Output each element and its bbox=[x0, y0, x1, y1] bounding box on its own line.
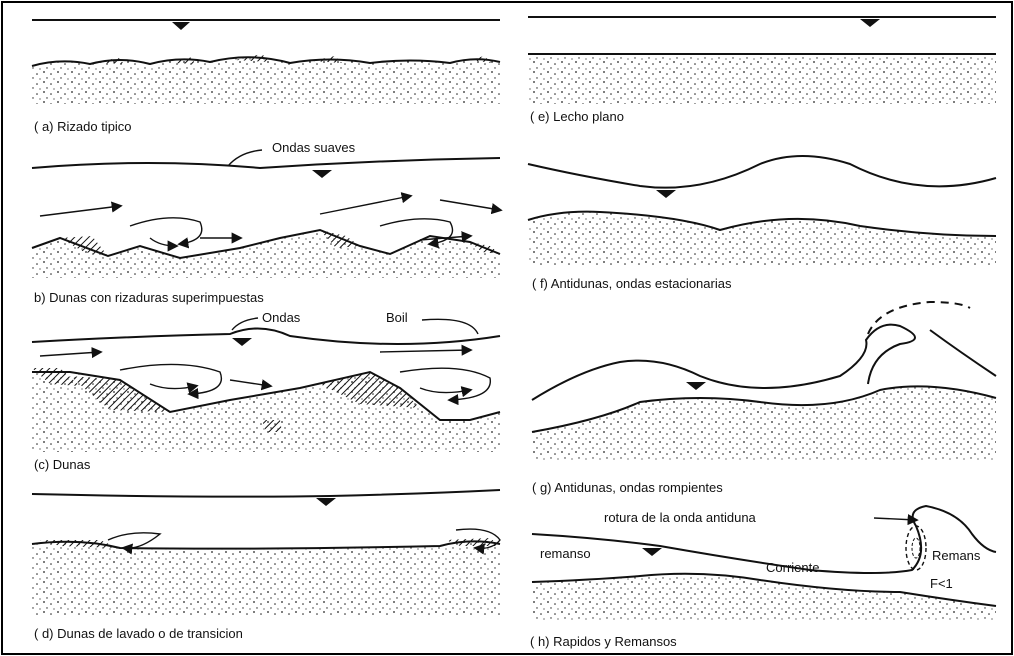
water-surface bbox=[32, 490, 500, 497]
label-leader-boil bbox=[422, 319, 478, 334]
caption-f: ( f) Antidunas, ondas estacionarias bbox=[532, 276, 732, 291]
label-leader bbox=[228, 150, 262, 166]
caption-b: b) Dunas con rizaduras superimpuestas bbox=[34, 290, 264, 305]
sand-bed bbox=[528, 54, 996, 104]
label-froude: F<1 bbox=[930, 576, 953, 591]
panel-g: ( g) Antidunas, ondas rompientes bbox=[532, 302, 996, 495]
label-right: Remans bbox=[932, 548, 981, 563]
label-break: rotura de la onda antiduna bbox=[604, 510, 757, 525]
panel-b: Ondas suaves b) Dunas con rizaduras supe… bbox=[32, 140, 500, 305]
water-level-symbol bbox=[316, 498, 336, 506]
caption-h: ( h) Rapidos y Remansos bbox=[530, 634, 677, 649]
break-circulation-inner bbox=[912, 538, 920, 558]
water-surface bbox=[532, 506, 996, 573]
caption-d: ( d) Dunas de lavado o de transicion bbox=[34, 626, 243, 641]
caption-a: ( a) Rizado tipico bbox=[34, 119, 132, 134]
water-level-symbol bbox=[686, 382, 706, 390]
water-surface bbox=[32, 328, 500, 344]
label-leader-break bbox=[874, 518, 916, 520]
flow-arrows bbox=[40, 196, 500, 246]
label-current: Corriente bbox=[766, 560, 819, 575]
label-waves: Ondas bbox=[262, 310, 301, 325]
water-surface bbox=[532, 325, 915, 400]
sand-bed bbox=[32, 57, 500, 104]
water-level-symbol bbox=[232, 338, 252, 346]
water-surface bbox=[32, 158, 500, 168]
panel-d: ( d) Dunas de lavado o de transicion bbox=[32, 490, 500, 641]
panel-c: Ondas Boil (c) Dunas bbox=[32, 310, 500, 472]
sand-bed bbox=[528, 212, 996, 266]
water-level-symbol bbox=[312, 170, 332, 178]
wave-break-dashed bbox=[868, 302, 970, 334]
water-level-symbol bbox=[860, 19, 880, 27]
panel-h: rotura de la onda antiduna remanso Reman… bbox=[530, 506, 996, 649]
panel-a: ( a) Rizado tipico bbox=[32, 20, 500, 134]
panel-f: ( f) Antidunas, ondas estacionarias bbox=[528, 156, 996, 291]
sand-bed bbox=[32, 541, 500, 616]
wave-back bbox=[930, 330, 996, 376]
label-waves: Ondas suaves bbox=[272, 140, 356, 155]
caption-c: (c) Dunas bbox=[34, 457, 91, 472]
panel-e: ( e) Lecho plano bbox=[528, 17, 996, 124]
caption-g: ( g) Antidunas, ondas rompientes bbox=[532, 480, 723, 495]
water-level-symbol bbox=[656, 190, 676, 198]
water-surface bbox=[528, 156, 996, 188]
label-boil: Boil bbox=[386, 310, 408, 325]
water-level-symbol bbox=[642, 548, 662, 556]
label-left: remanso bbox=[540, 546, 591, 561]
caption-e: ( e) Lecho plano bbox=[530, 109, 624, 124]
water-level-symbol bbox=[172, 22, 190, 30]
sand-bed bbox=[532, 386, 996, 460]
